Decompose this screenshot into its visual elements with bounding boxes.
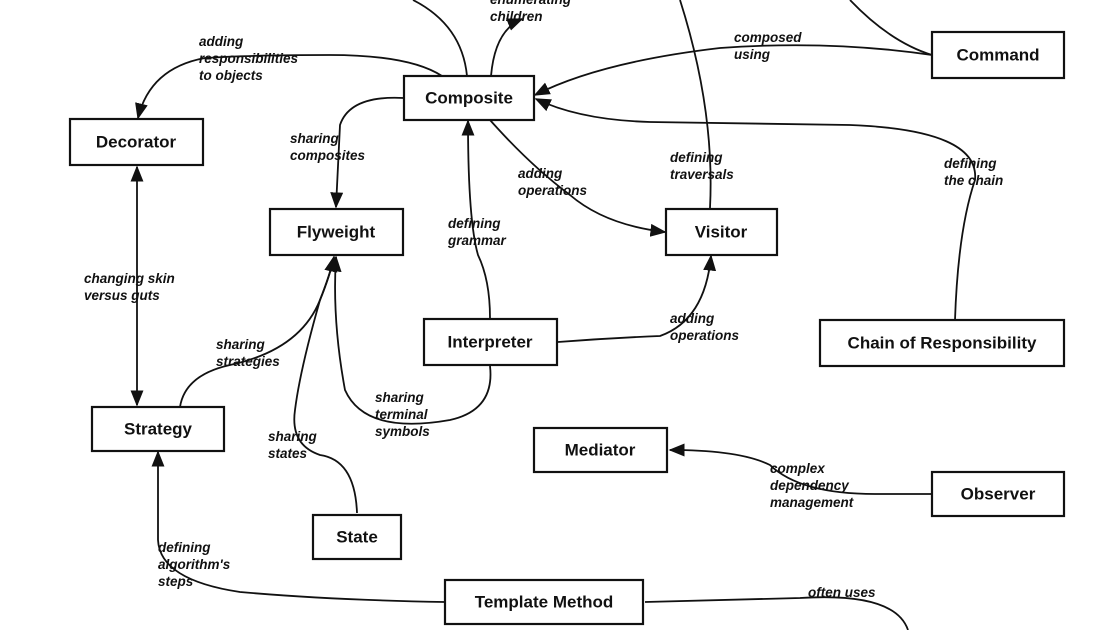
connector-composite-visitor	[489, 119, 667, 237]
observer-box: Observer	[930, 470, 1066, 518]
connector-composite-flyweight	[330, 96, 405, 209]
connector-command-offscreen	[849, 0, 933, 56]
decorator-box: Decorator	[68, 117, 205, 167]
label-adding-operations-interpreter: adding operations	[670, 311, 740, 343]
strategy-box: Strategy	[90, 405, 226, 453]
connector-observer-mediator	[668, 443, 932, 495]
label-changing-skin: changing skin versus guts	[84, 271, 179, 303]
svg-text:Chain of Responsibility: Chain of Responsibility	[848, 334, 1037, 353]
label-often-uses: often uses	[808, 585, 876, 600]
connector-interpreter-flyweight	[328, 255, 492, 425]
svg-text:Flyweight: Flyweight	[297, 223, 376, 242]
label-enumerating-children: enumerating children	[490, 0, 575, 24]
flyweight-box: Flyweight	[268, 207, 405, 257]
label-adding-operations-composite: adding operations	[518, 166, 588, 198]
relation-labels: enumerating children adding responsibili…	[84, 0, 1003, 600]
connectors	[130, 0, 976, 630]
svg-text:Composite: Composite	[425, 89, 513, 108]
connector-command-composite	[533, 44, 933, 96]
svg-text:Command: Command	[956, 46, 1039, 65]
label-adding-responsibilities: adding responsibilities to objects	[199, 34, 302, 83]
connector-offscreen-left	[412, 0, 468, 77]
svg-text:Strategy: Strategy	[124, 420, 193, 439]
connector-state-flyweight	[293, 255, 358, 514]
label-sharing-composites: sharing composites	[290, 131, 366, 163]
label-sharing-terminal-symbols: sharing terminal symbols	[375, 390, 431, 439]
connector-template-strategy	[151, 450, 446, 603]
label-defining-algorithm-steps: defining algorithm's steps	[158, 540, 234, 589]
svg-text:Mediator: Mediator	[565, 441, 636, 460]
label-sharing-states: sharing states	[268, 429, 321, 461]
composite-box: Composite	[402, 74, 536, 122]
state-box: State	[311, 513, 403, 561]
label-complex-dependency-management: complex dependency management	[770, 461, 854, 510]
visitor-box: Visitor	[664, 207, 779, 257]
label-defining-the-chain: defining the chain	[944, 156, 1003, 188]
svg-text:Decorator: Decorator	[96, 133, 177, 152]
label-defining-traversals: defining traversals	[670, 150, 734, 182]
connector-visitor-traversals	[679, 0, 712, 209]
connector-chain-composite	[534, 98, 976, 321]
connector-composite-decorator	[135, 54, 443, 120]
pattern-boxes: Composite Decorator Command Flyweight Vi…	[68, 30, 1066, 626]
connector-interpreter-composite	[461, 119, 491, 319]
connector-template-often-uses	[644, 596, 909, 630]
chain-of-responsibility-box: Chain of Responsibility	[818, 318, 1066, 368]
template-method-box: Template Method	[443, 578, 645, 626]
svg-text:State: State	[336, 528, 378, 547]
svg-text:Visitor: Visitor	[695, 223, 748, 242]
label-defining-grammar: defining grammar	[447, 216, 507, 248]
interpreter-box: Interpreter	[422, 317, 559, 367]
command-box: Command	[930, 30, 1066, 80]
svg-text:Template Method: Template Method	[475, 593, 614, 612]
label-sharing-strategies: sharing strategies	[216, 337, 280, 369]
connector-enumerating-children	[490, 18, 524, 77]
label-composed-using: composed using	[734, 30, 805, 62]
svg-text:Interpreter: Interpreter	[447, 333, 532, 352]
mediator-box: Mediator	[532, 426, 669, 474]
svg-text:Observer: Observer	[961, 485, 1036, 504]
connector-interpreter-visitor	[557, 254, 717, 343]
